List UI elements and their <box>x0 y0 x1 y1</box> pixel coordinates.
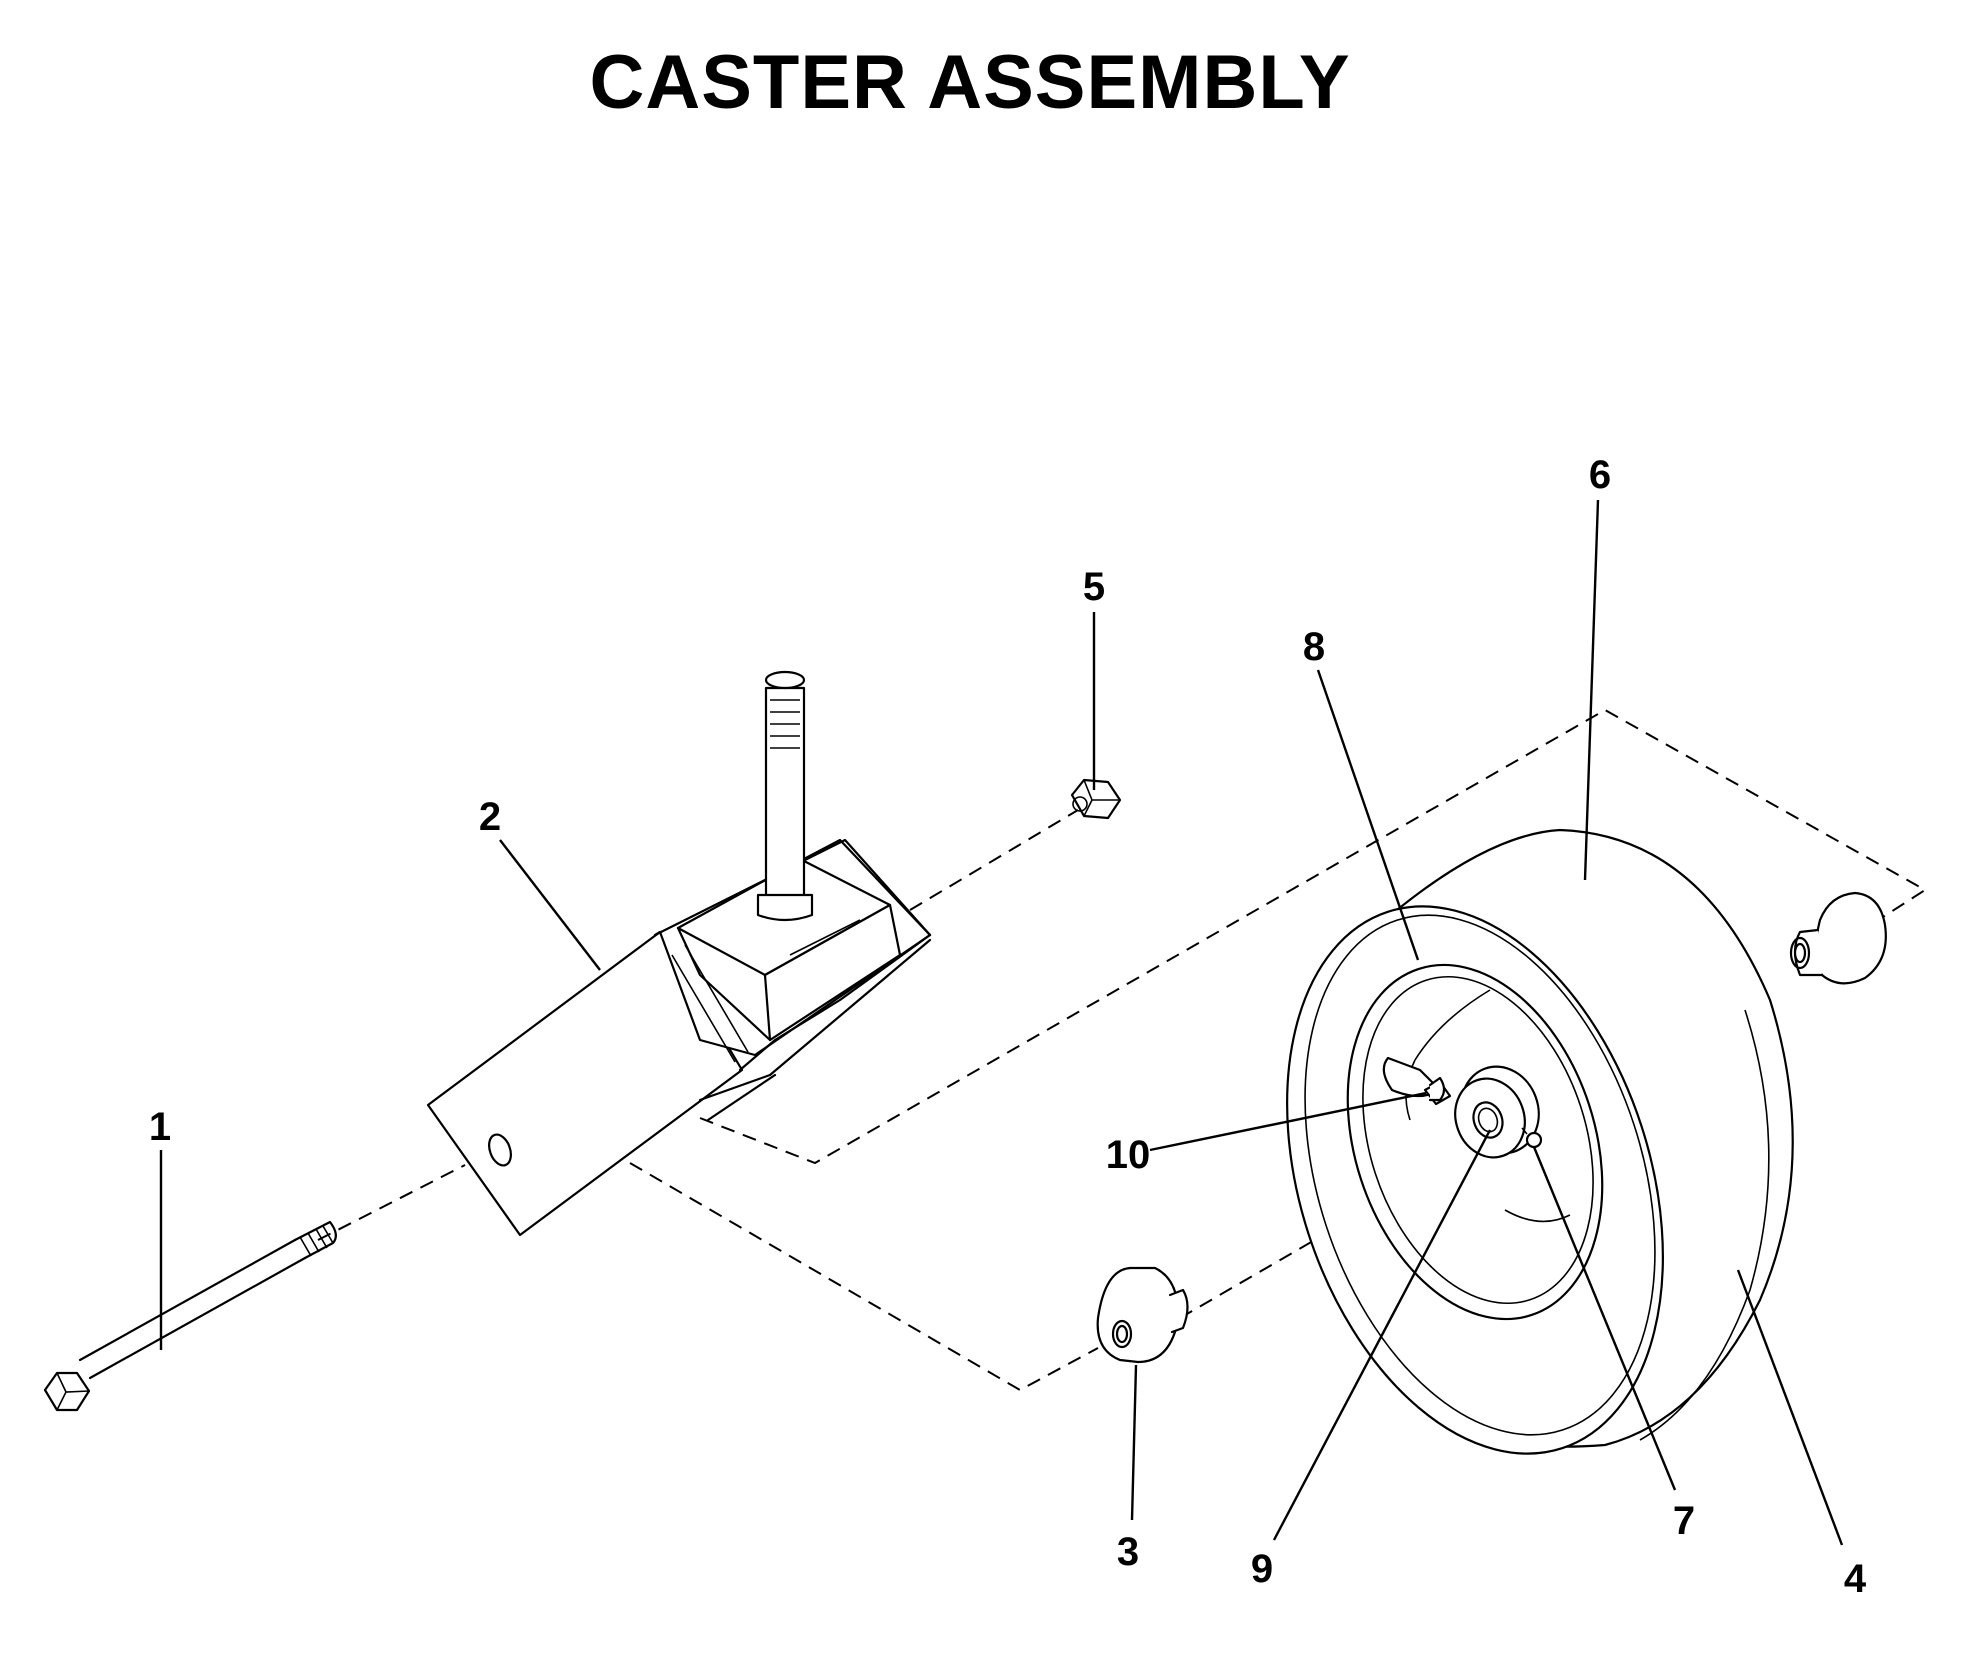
upper-projection-line <box>699 708 1927 1165</box>
lower-projection-line <box>629 1162 1099 1392</box>
nut-axis-line <box>909 809 1079 911</box>
callout-3: 3 <box>1117 1530 1139 1574</box>
leader-3 <box>1130 1364 1138 1521</box>
callout-2: 2 <box>479 795 501 839</box>
bearing-part <box>1454 1065 1540 1159</box>
callout-10: 10 <box>1106 1133 1151 1177</box>
leader-10 <box>1149 1091 1427 1152</box>
left-spacer-part <box>1096 1266 1189 1364</box>
grease-zerk-part <box>1521 1127 1543 1149</box>
wheel-part <box>1286 828 1794 1455</box>
leader-4 <box>1736 1269 1844 1546</box>
leader-6 <box>1583 499 1600 881</box>
bolt-part <box>43 1220 337 1412</box>
leader-9 <box>1272 1129 1492 1541</box>
callout-9: 9 <box>1251 1547 1273 1591</box>
bolt-axis-line <box>317 1164 466 1241</box>
callout-labels: 1 2 3 4 5 6 7 8 9 10 <box>149 453 1867 1601</box>
callout-8: 8 <box>1303 625 1325 669</box>
callout-leaders <box>159 499 1844 1546</box>
leader-2 <box>499 839 601 971</box>
callout-4: 4 <box>1844 1557 1867 1601</box>
diagram-title: CASTER ASSEMBLY <box>589 40 1351 125</box>
callout-7: 7 <box>1673 1499 1695 1543</box>
nut-part <box>1070 778 1122 820</box>
axle-stub-part <box>1428 1076 1446 1102</box>
right-spacer-part <box>1789 891 1887 985</box>
callout-1: 1 <box>149 1105 171 1149</box>
callout-6: 6 <box>1589 453 1611 497</box>
caster-fork-part <box>426 670 932 1237</box>
callout-5: 5 <box>1083 565 1105 609</box>
leader-7 <box>1532 1146 1677 1491</box>
leader-8 <box>1316 669 1420 961</box>
